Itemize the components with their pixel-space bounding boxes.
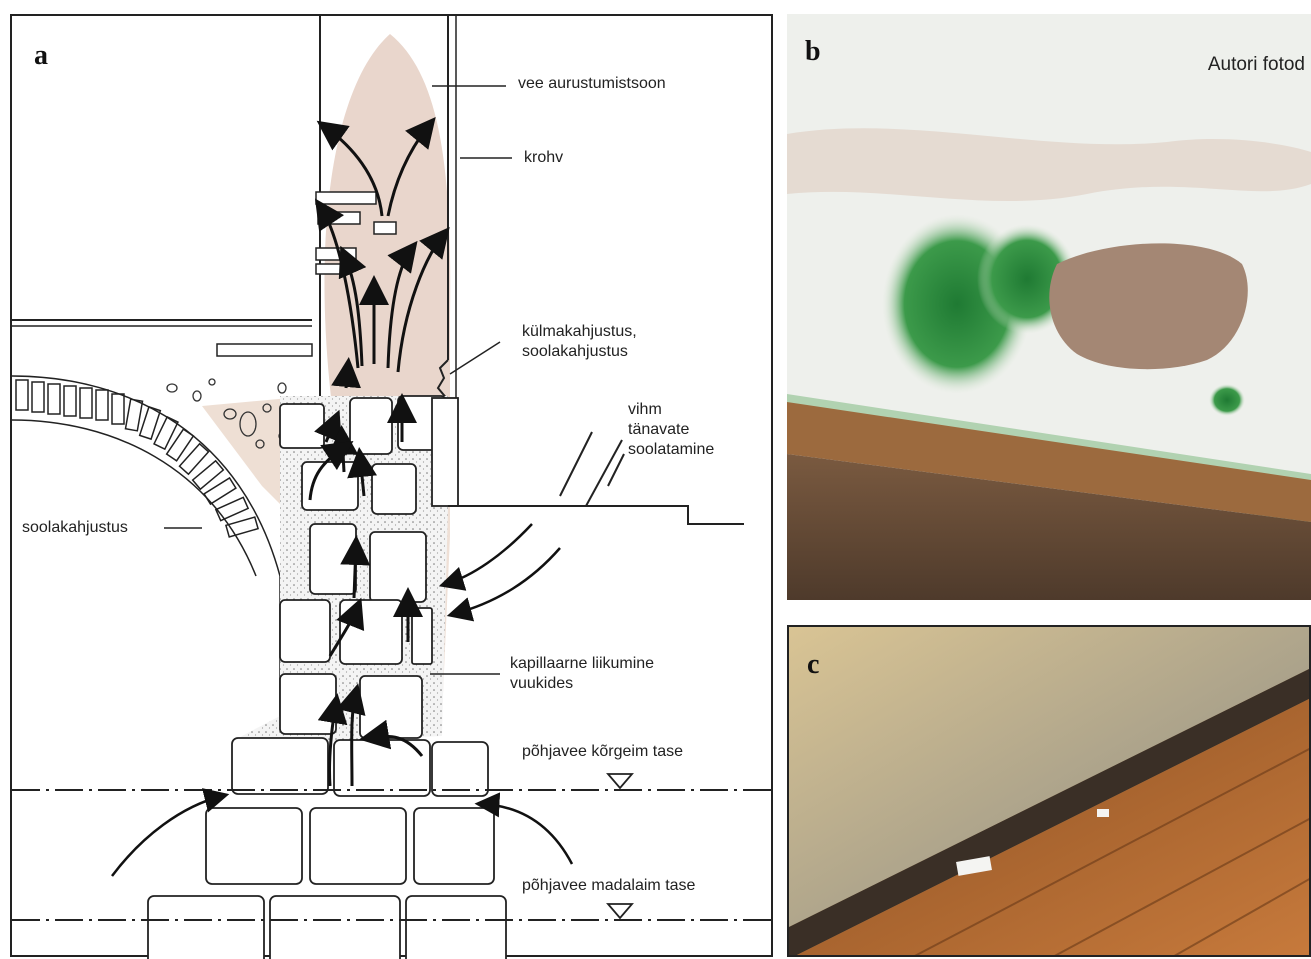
label-frost-damage-2: soolakahjustus <box>522 342 628 361</box>
photo-credit: Autori fotod <box>1208 54 1305 76</box>
label-evaporation-zone: vee aurustumistsoon <box>518 74 666 93</box>
label-rain: vihm <box>628 400 662 419</box>
panel-b-damp-wall-photo: b Autori fotod <box>787 14 1311 600</box>
label-street-salting-2: soolatamine <box>628 440 714 459</box>
panel-b-letter: b <box>805 36 821 68</box>
label-street-salting-1: tänavate <box>628 420 689 439</box>
panel-c-letter: c <box>807 649 819 681</box>
damp-wall-illustration <box>787 14 1311 600</box>
wood-junction-illustration <box>789 627 1311 957</box>
label-capillary-1: kapillaarne liikumine <box>510 654 654 673</box>
label-groundwater-low: põhjavee madalaim tase <box>522 876 695 895</box>
label-plaster: krohv <box>524 148 563 167</box>
label-frost-damage-1: külmakahjustus, <box>522 322 637 341</box>
label-groundwater-high: põhjavee kõrgeim tase <box>522 742 683 761</box>
panel-a-letter: a <box>34 40 48 72</box>
exposed-plaster-patch <box>1049 243 1248 369</box>
panel-c-wood-junction-photo: c <box>787 625 1311 957</box>
panel-a-wall-cross-section: a vee aurustumistsoon krohv külmakahjust… <box>10 14 773 957</box>
wall-section-drawing <box>12 16 775 959</box>
label-capillary-2: vuukides <box>510 674 573 693</box>
vault-arch <box>16 380 258 537</box>
moss-patch-small <box>1209 384 1245 416</box>
label-salt-damage: soolakahjustus <box>22 518 128 537</box>
